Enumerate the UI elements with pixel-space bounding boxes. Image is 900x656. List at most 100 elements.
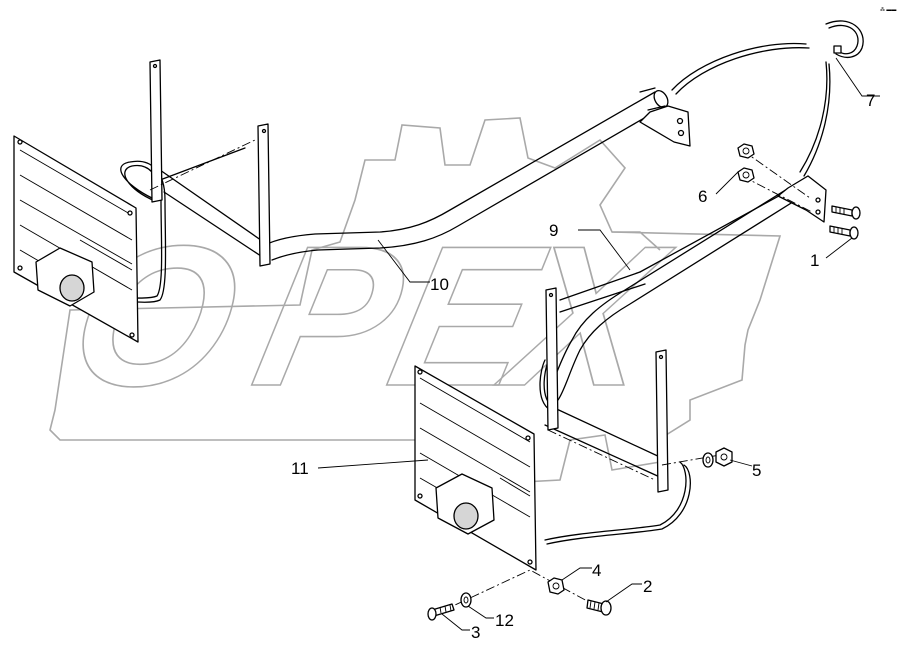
callout-7: 12	[495, 611, 514, 630]
callout-1: 1	[810, 251, 819, 270]
tube-11-cross-rail	[159, 147, 246, 181]
top-bracket-hole-2	[677, 129, 685, 137]
tube-10-lower-edge	[557, 189, 813, 401]
bolt-1-lower-head	[849, 226, 859, 240]
cable-lower-loop	[544, 461, 691, 545]
ring-clip-inner	[828, 24, 859, 55]
leader-9	[835, 57, 880, 97]
ring-clip-tab	[833, 45, 842, 54]
tube-10-rear-rail	[544, 404, 663, 479]
leader-7	[467, 605, 494, 619]
lower-reflector-plate	[414, 365, 537, 571]
callout-12: 11	[291, 459, 309, 478]
washer-7	[460, 592, 472, 608]
lower-lamp-lens	[453, 502, 479, 530]
callout-9: 7	[866, 91, 875, 110]
upper-strap-right-hole	[261, 128, 267, 134]
bolt-2-threads	[589, 600, 600, 611]
tube-11-upper-edge	[264, 91, 656, 246]
leader-11	[377, 239, 430, 283]
leader-4	[561, 567, 592, 581]
lower-plate-bolt-2	[525, 435, 531, 441]
washer-5	[702, 452, 714, 468]
leader-lines	[317, 57, 880, 631]
nut-6-lower	[737, 167, 755, 183]
nut-5	[715, 447, 733, 467]
left-plate-panel	[13, 135, 139, 343]
bolt-2	[586, 599, 612, 616]
bolt-2-head	[600, 600, 612, 616]
nuts-6	[737, 143, 755, 183]
bolt-3-head	[427, 607, 437, 621]
callout-11: 10	[430, 275, 449, 294]
lower-strap-right-hole	[658, 354, 664, 360]
callout-4: 4	[592, 561, 601, 580]
top-bracket-hole-1	[676, 117, 684, 125]
left-reflector-plate	[13, 135, 139, 343]
upper-strap-right	[257, 123, 271, 267]
left-lamp-lens	[59, 274, 85, 302]
tube-11-sleeve	[639, 87, 666, 111]
lower-strap-left-hole	[548, 292, 554, 298]
leader-2	[605, 583, 642, 603]
ring-clip-arc	[825, 20, 864, 59]
bolt-1-lower	[829, 225, 851, 237]
lower-strap-left	[545, 287, 559, 431]
nut-washer-5	[702, 447, 733, 468]
nut-4-body	[547, 577, 565, 595]
lower-plate-bolt-3	[417, 493, 423, 499]
lower-plate-panel	[414, 365, 537, 571]
left-plate-bolt-3	[17, 265, 23, 271]
washer-5-hole	[705, 456, 711, 464]
right-bracket-hole-2	[815, 209, 821, 215]
bolts-1	[829, 205, 861, 240]
bolt-3-threads	[439, 604, 452, 614]
leader-6	[715, 171, 739, 195]
leader-1	[825, 237, 853, 259]
callout-5: 5	[752, 461, 761, 480]
right-bracket	[777, 175, 827, 223]
left-plate-bolt-1	[17, 139, 23, 145]
right-bracket-plate	[777, 175, 827, 223]
nut-6-upper	[737, 143, 755, 159]
callouts: 7 6 1 9 10 11 5 4 2 12 3	[291, 91, 875, 642]
callout-6: 6	[698, 187, 707, 206]
bolt-washer-3-7	[427, 592, 472, 621]
corner-mark: ⁂ ▬▬	[880, 7, 896, 13]
dash-leader-left-plate	[149, 139, 256, 191]
leader-10	[578, 229, 631, 271]
watermark-inner-notch	[612, 231, 661, 251]
nut-6-upper-hole	[742, 147, 750, 155]
lower-plate-bolt-4	[527, 559, 533, 565]
left-plate-bolt-4	[129, 332, 135, 338]
lower-plate-bolt-1	[417, 369, 423, 375]
top-bracket-plate	[639, 105, 691, 147]
cable-upper-arc	[671, 42, 810, 95]
bolt-1-upper	[831, 205, 853, 217]
callout-10: 9	[549, 221, 558, 240]
tube-11	[159, 87, 669, 263]
bolt-1-threads	[833, 207, 845, 235]
right-bracket-hole-1	[815, 197, 821, 203]
upper-strap-left	[149, 59, 163, 203]
tube-10-upper-cross	[559, 271, 646, 313]
leader-5	[729, 459, 753, 467]
leader-3	[441, 613, 470, 631]
dash-leader-nuts-6	[741, 149, 813, 213]
dash-leader-lower-plate	[547, 429, 656, 481]
cable-right-drop	[799, 61, 831, 177]
tube-11-rear-rail	[159, 169, 271, 263]
nut-6-lower-hole	[742, 171, 750, 179]
dash-leader-nut-washer	[661, 454, 721, 466]
upper-straps	[149, 59, 271, 267]
callout-2: 2	[643, 577, 652, 596]
leader-12	[317, 459, 429, 469]
ring-clip	[825, 20, 864, 59]
left-plate-bolt-2	[127, 210, 133, 216]
callout-3: 3	[471, 623, 480, 642]
lower-straps	[545, 287, 669, 493]
upper-strap-left-hole	[152, 63, 158, 69]
top-bracket	[639, 105, 691, 147]
